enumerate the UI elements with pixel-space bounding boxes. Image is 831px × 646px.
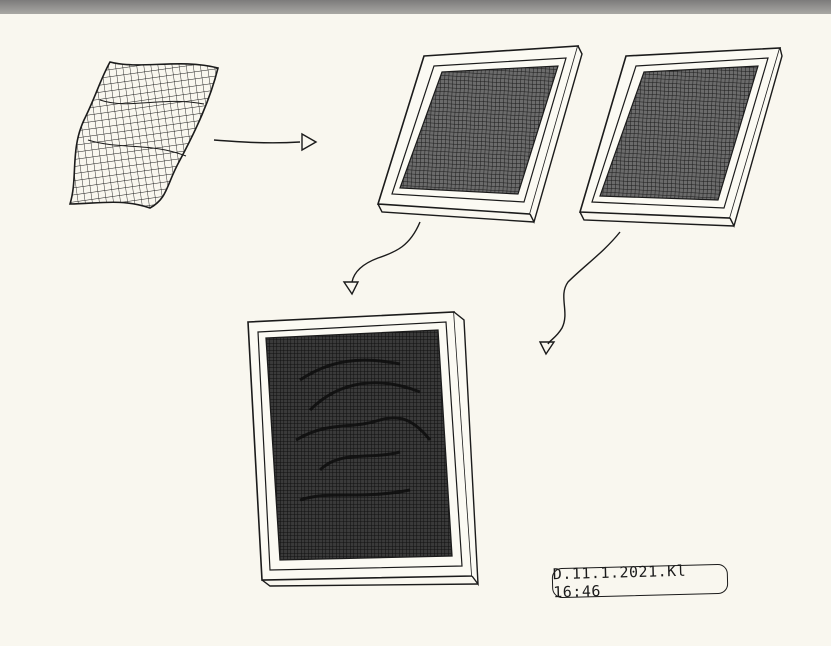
arrow-down-left (344, 222, 420, 294)
loose-mesh-sketch (70, 62, 218, 208)
date-stamp: D.11.1.2021.Kl 16:46 (552, 564, 729, 599)
arrow-down-curve (540, 232, 620, 354)
framed-mesh-large (248, 312, 478, 586)
framed-mesh-2 (580, 48, 782, 226)
arrow-right (214, 134, 316, 150)
framed-mesh-1 (378, 46, 582, 222)
